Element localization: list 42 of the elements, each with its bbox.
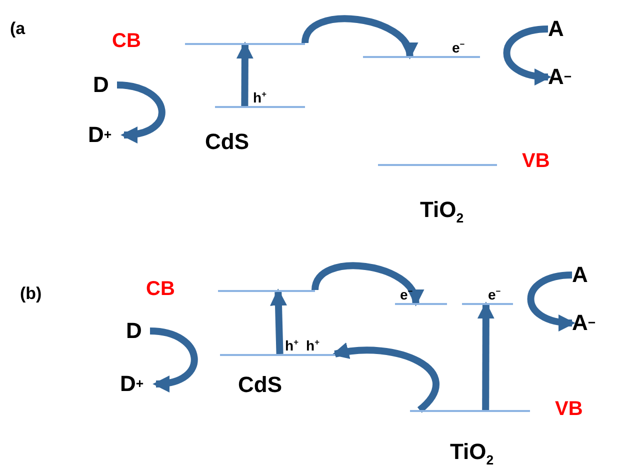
energy-level-line bbox=[395, 303, 447, 305]
material-label: TiO$_{2}$ bbox=[420, 198, 464, 226]
arrow bbox=[150, 328, 198, 392]
band-label: VB bbox=[555, 398, 583, 420]
species-label: A bbox=[548, 16, 572, 42]
arrow bbox=[477, 302, 494, 410]
band-label: CB bbox=[146, 278, 175, 300]
energy-level-line bbox=[215, 106, 305, 108]
species-label: D$^{+}$ bbox=[120, 371, 156, 397]
charge-carrier-label: h$^{+}$ bbox=[253, 90, 266, 106]
energy-level-line bbox=[378, 164, 497, 166]
material-label: CdS bbox=[238, 373, 282, 398]
energy-level-line bbox=[410, 410, 530, 412]
charge-carrier-label: e$^{−}$ bbox=[488, 287, 501, 304]
arrow bbox=[270, 288, 287, 354]
band-label: CB bbox=[112, 30, 141, 52]
energy-level-line bbox=[218, 290, 315, 292]
species-label: A$^{−}$ bbox=[572, 310, 608, 336]
species-label: A$^{−}$ bbox=[548, 64, 584, 90]
material-label: CdS bbox=[205, 130, 249, 154]
charge-carrier-label: e$^{−}$ bbox=[452, 40, 465, 56]
species-label: A bbox=[572, 262, 596, 288]
species-label: D bbox=[126, 318, 150, 344]
arrow bbox=[527, 272, 576, 330]
energy-level-line bbox=[363, 56, 480, 58]
arrow bbox=[312, 262, 422, 306]
charge-carrier-label: h$^{+}$ bbox=[306, 338, 320, 354]
species-label: D bbox=[93, 72, 117, 98]
energy-level-line bbox=[185, 43, 305, 45]
arrow bbox=[236, 42, 254, 106]
panel-label: (b) bbox=[20, 285, 42, 304]
energy-level-line bbox=[462, 303, 513, 305]
arrow bbox=[503, 26, 552, 84]
arrow bbox=[116, 82, 166, 142]
energy-level-line bbox=[220, 354, 335, 356]
charge-carrier-label: h$^{+}$ bbox=[285, 338, 298, 354]
panel-label: (a bbox=[10, 20, 26, 39]
material-label: TiO$_{2}$ bbox=[450, 440, 494, 468]
species-label: D$^{+}$ bbox=[88, 122, 124, 148]
charge-carrier-label: e$^{−}$ bbox=[400, 287, 413, 304]
band-label: VB bbox=[522, 150, 550, 172]
arrow bbox=[302, 15, 416, 60]
